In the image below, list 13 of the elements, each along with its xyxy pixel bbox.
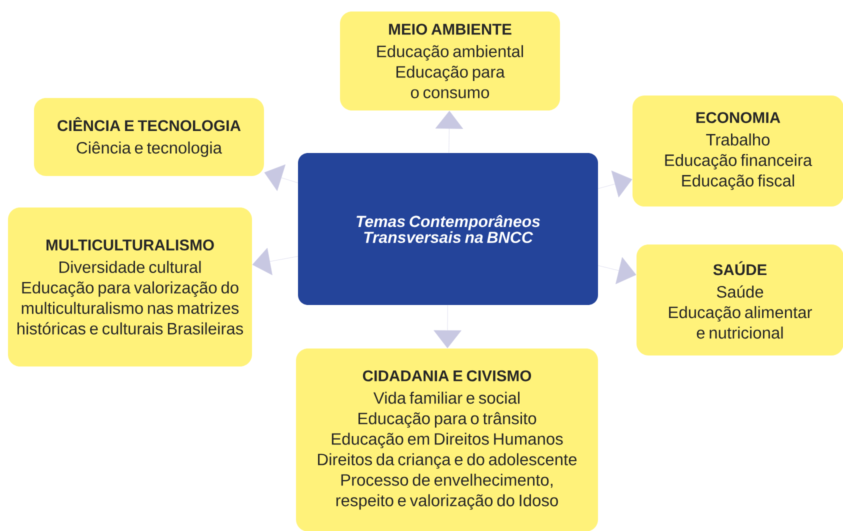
- topic-box: CIÊNCIA E TECNOLOGIA Ciência e tecnologia: [34, 98, 264, 176]
- arrow: [264, 164, 298, 191]
- center-box: Temas Contemporâneos Transversais na BNCC: [298, 153, 598, 305]
- arrow: [435, 110, 464, 153]
- topic-box: MEIO AMBIENTE Educação ambiental Educação para o consumo: [340, 12, 560, 110]
- topic-box: CIDADANIA E CIVISMO Vida familiar e social Educação para o trânsito Educação em Direitos Humanos Direitos da criança e do adolescente Processo de envelhecimento, respeito e valorização do Idoso: [296, 348, 598, 531]
- topic-box: MULTICULTURALISMO Diversidade cultural Educação para valorização do multiculturalismo nas matrizes históricas e culturais Brasileiras: [8, 208, 252, 366]
- arrow: [434, 305, 462, 348]
- arrow: [598, 170, 632, 198]
- topic-box: SAÚDE Saúde Educação alimentar e nutricional: [636, 244, 843, 356]
- arrow: [252, 248, 298, 276]
- topic-box: ECONOMIA Trabalho Educação financeira Educação fiscal: [632, 96, 843, 206]
- arrow: [598, 257, 636, 284]
